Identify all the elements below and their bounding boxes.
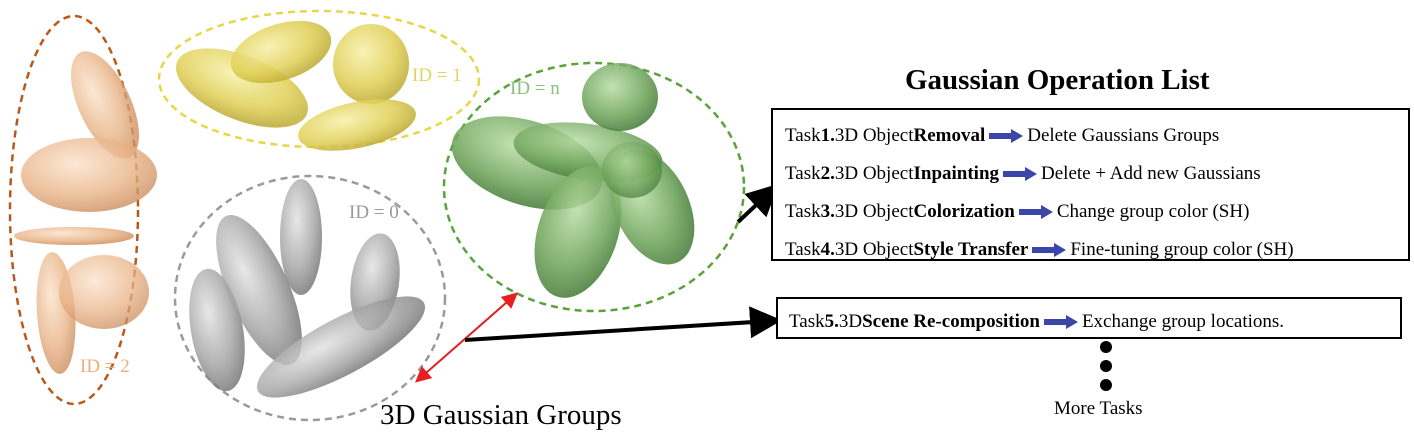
- task-item-1: Task 1. 3D Object Removal Delete Gaussia…: [785, 117, 1408, 155]
- red-swap-arrow: [414, 292, 519, 383]
- gaussian-group-yellow: ID = 1: [157, 9, 481, 151]
- right-arrow-icon: [1032, 243, 1067, 257]
- gaussian-group-green: ID = n: [442, 61, 746, 313]
- task-op-inpainting: Inpainting: [913, 163, 1000, 184]
- task-result-5: Exchange group locations.: [1081, 311, 1285, 332]
- task-item-4: Task 4. 3D Object Style Transfer Fine-tu…: [785, 231, 1408, 269]
- arrow-to-task-list: [736, 183, 779, 224]
- more-tasks-dots: [1100, 341, 1112, 391]
- operation-list-title: Gaussian Operation List: [905, 64, 1210, 96]
- right-arrow-icon: [989, 129, 1024, 143]
- task-item-2: Task 2. 3D Object Inpainting Delete + Ad…: [785, 155, 1408, 193]
- task-op-removal: Removal: [913, 125, 986, 146]
- gaussian-group-orange: ID = 2: [8, 14, 157, 406]
- gaussian-group-gray: ID = 0: [173, 174, 447, 422]
- right-arrow-icon: [1003, 167, 1038, 181]
- task-result-1: Delete Gaussians Groups: [1027, 125, 1220, 146]
- task-item-3: Task 3. 3D Object Colorization Change gr…: [785, 193, 1408, 231]
- id-label-gray: ID = 0: [349, 202, 399, 223]
- more-tasks-label: More Tasks: [1054, 398, 1143, 419]
- task-result-3: Change group color (SH): [1056, 201, 1250, 222]
- task-op-scene-recomposition: Scene Re-composition: [862, 311, 1040, 332]
- id-label-green: ID = n: [510, 78, 560, 99]
- right-arrow-icon: [1043, 315, 1078, 329]
- task5-box: Task 5. 3D Scene Re-composition Exchange…: [776, 297, 1402, 339]
- task-result-2: Delete + Add new Gaussians: [1041, 163, 1261, 184]
- task-op-style-transfer: Style Transfer: [913, 239, 1029, 260]
- gaussian-groups-label: 3D Gaussian Groups: [380, 399, 622, 431]
- id-label-orange: ID = 2: [80, 356, 130, 377]
- arrow-to-task5: [464, 306, 782, 342]
- id-label-yellow: ID = 1: [412, 65, 462, 86]
- task-op-colorization: Colorization: [913, 201, 1015, 222]
- task-list-box: Task 1. 3D Object Removal Delete Gaussia…: [771, 108, 1410, 261]
- right-arrow-icon: [1018, 205, 1053, 219]
- task-result-4: Fine-tuning group color (SH): [1070, 239, 1294, 260]
- task-item-5: Task 5. 3D Scene Re-composition Exchange…: [789, 303, 1400, 341]
